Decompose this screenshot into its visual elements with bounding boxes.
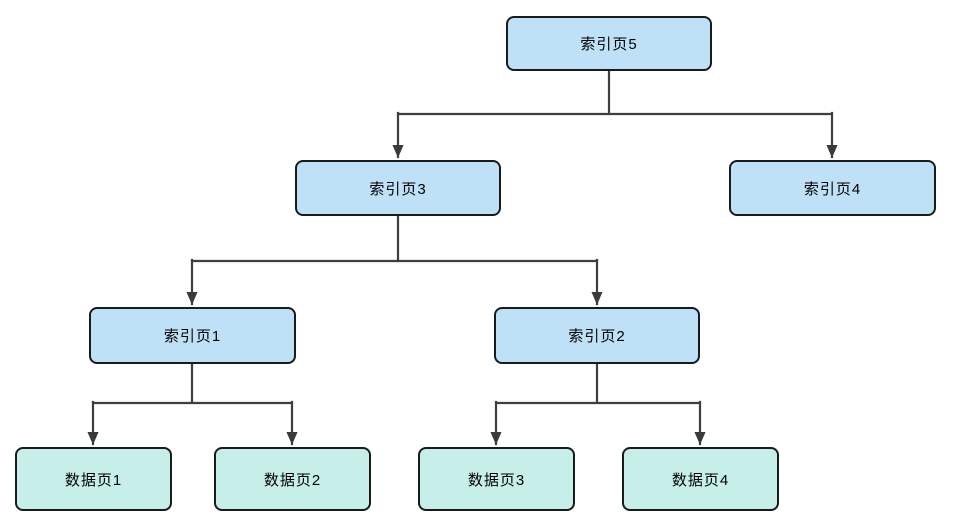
node-label: 索引页1 bbox=[163, 328, 222, 345]
edge-index3-trunk bbox=[190, 214, 599, 263]
node-label: 数据页1 bbox=[64, 471, 123, 489]
node-index-page-5: 索引页5 bbox=[506, 16, 712, 71]
edge-index2-trunk bbox=[494, 362, 702, 405]
node-data-page-2: 数据页2 bbox=[214, 447, 371, 511]
node-label: 索引页3 bbox=[369, 180, 427, 198]
node-index-page-4: 索引页4 bbox=[729, 160, 936, 216]
node-index-page-2: 索引页2 bbox=[494, 307, 700, 364]
node-label: 数据页4 bbox=[671, 471, 730, 489]
edge-index1-trunk bbox=[91, 362, 294, 405]
node-label: 索引页4 bbox=[803, 180, 862, 198]
node-label: 索引页5 bbox=[580, 36, 638, 53]
node-label: 索引页2 bbox=[568, 328, 626, 345]
node-data-page-3: 数据页3 bbox=[418, 447, 575, 511]
node-label: 数据页2 bbox=[263, 471, 322, 489]
node-data-page-1: 数据页1 bbox=[15, 447, 172, 511]
node-label: 数据页3 bbox=[467, 471, 526, 489]
node-data-page-4: 数据页4 bbox=[622, 447, 779, 511]
node-index-page-1: 索引页1 bbox=[89, 307, 296, 364]
edge-index5-trunk bbox=[396, 69, 834, 116]
node-index-page-3: 索引页3 bbox=[295, 160, 501, 216]
